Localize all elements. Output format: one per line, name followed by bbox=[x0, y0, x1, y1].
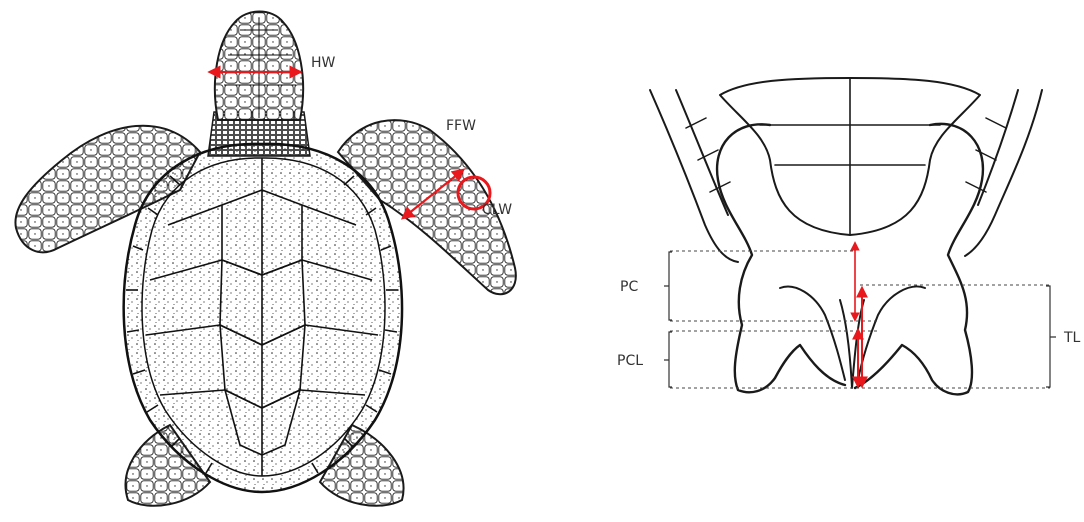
plastron-right-flipper bbox=[965, 90, 1042, 256]
label-ffw: FFW bbox=[446, 118, 476, 134]
label-clw: CLW bbox=[482, 202, 512, 218]
label-hw: HW bbox=[311, 55, 336, 71]
turtle-illustration bbox=[15, 12, 515, 506]
turtle-carapace bbox=[124, 144, 402, 492]
plastron-left-flipper bbox=[650, 90, 738, 262]
label-tl: TL bbox=[1063, 330, 1081, 346]
plastron-diagram bbox=[650, 78, 1042, 394]
tail-flap-right bbox=[858, 287, 925, 380]
label-pc: PC bbox=[620, 279, 638, 295]
bracket-pcl bbox=[664, 332, 672, 387]
tail-flap-left bbox=[780, 287, 845, 380]
plastron-right-flipper-inner bbox=[978, 90, 1018, 205]
bracket-pc bbox=[664, 252, 672, 320]
label-pcl: PCL bbox=[617, 353, 643, 369]
bracket-tl bbox=[1046, 286, 1056, 387]
